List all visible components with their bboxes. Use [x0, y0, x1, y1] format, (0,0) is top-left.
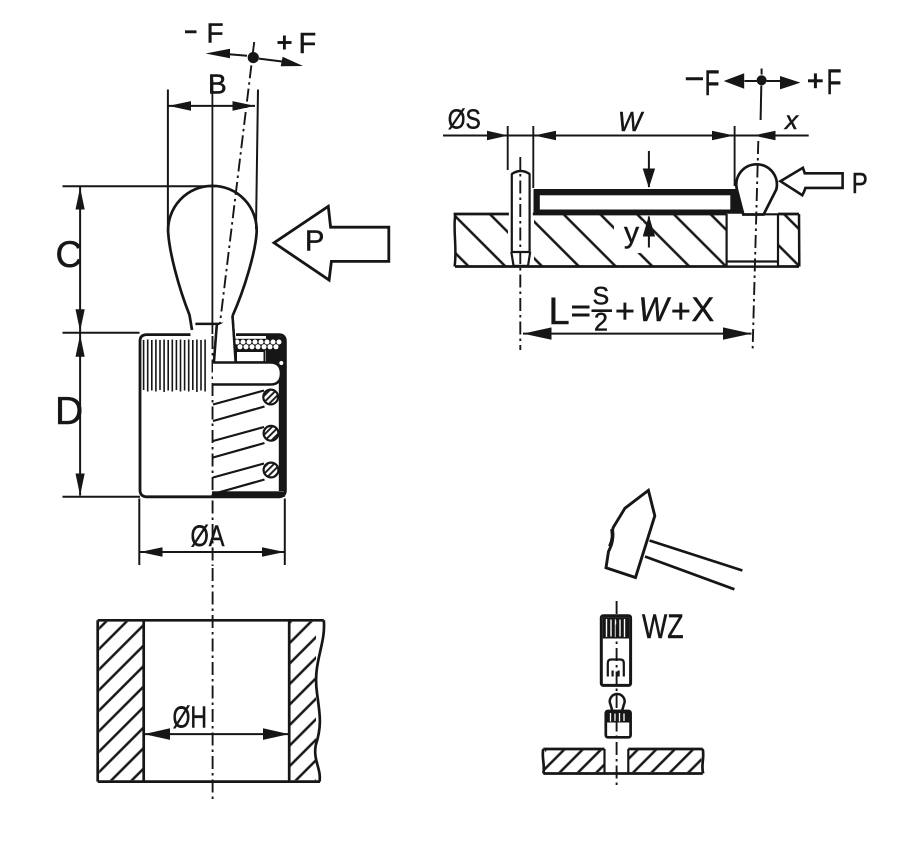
svg-text:F: F	[207, 18, 224, 49]
svg-text:L: L	[549, 291, 570, 333]
svg-text:S: S	[593, 283, 610, 311]
svg-text:X: X	[692, 291, 715, 329]
svg-text:x: x	[783, 105, 799, 135]
svg-text:B: B	[208, 69, 227, 100]
svg-text:F: F	[705, 64, 720, 103]
svg-text:F: F	[827, 63, 842, 102]
svg-text:WZ: WZ	[642, 608, 684, 646]
svg-text:W: W	[639, 291, 672, 329]
svg-text:P: P	[305, 226, 324, 258]
svg-text:ØS: ØS	[448, 103, 481, 134]
svg-text:F: F	[299, 28, 317, 60]
svg-text:ØA: ØA	[191, 520, 225, 553]
svg-text:ØH: ØH	[173, 700, 208, 735]
svg-text:C: C	[56, 234, 83, 275]
svg-text:P: P	[852, 168, 868, 200]
svg-text:D: D	[55, 390, 83, 433]
svg-text:2: 2	[594, 309, 608, 337]
svg-text:W: W	[618, 106, 644, 137]
svg-text:y: y	[624, 217, 639, 250]
